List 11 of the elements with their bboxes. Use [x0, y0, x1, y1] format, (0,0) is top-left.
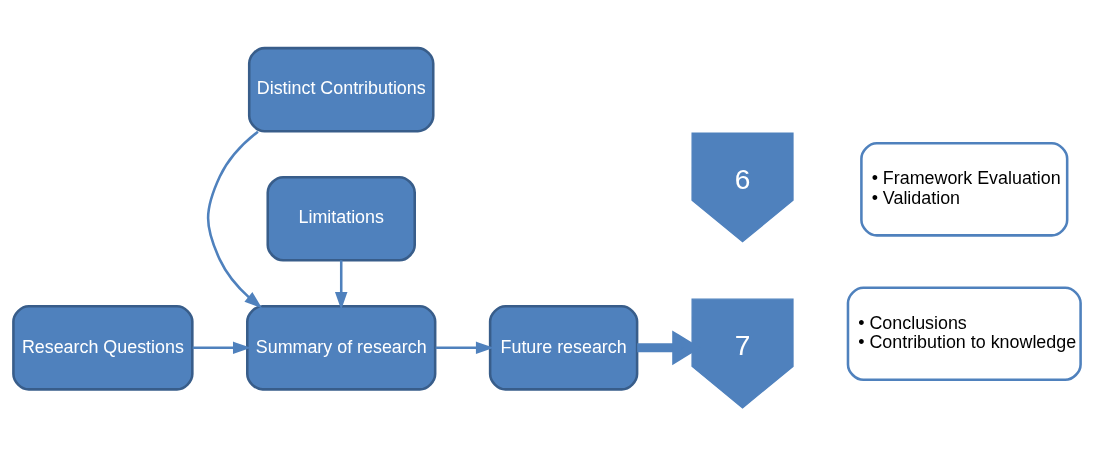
arrow [334, 259, 348, 310]
arrow [435, 341, 494, 354]
node-box: Summary of research [246, 304, 437, 391]
node-box: Research Questions [12, 304, 194, 391]
arrow [192, 341, 251, 354]
node-box: Future research [488, 304, 639, 391]
node-box: Distinct Contributions [247, 46, 435, 132]
node-box: Limitations [266, 175, 416, 262]
node-box: • Framework Evaluation • Validation [860, 141, 1069, 237]
node-box: • Conclusions • Contribution to knowledge [846, 285, 1082, 381]
arrow [206, 130, 263, 308]
